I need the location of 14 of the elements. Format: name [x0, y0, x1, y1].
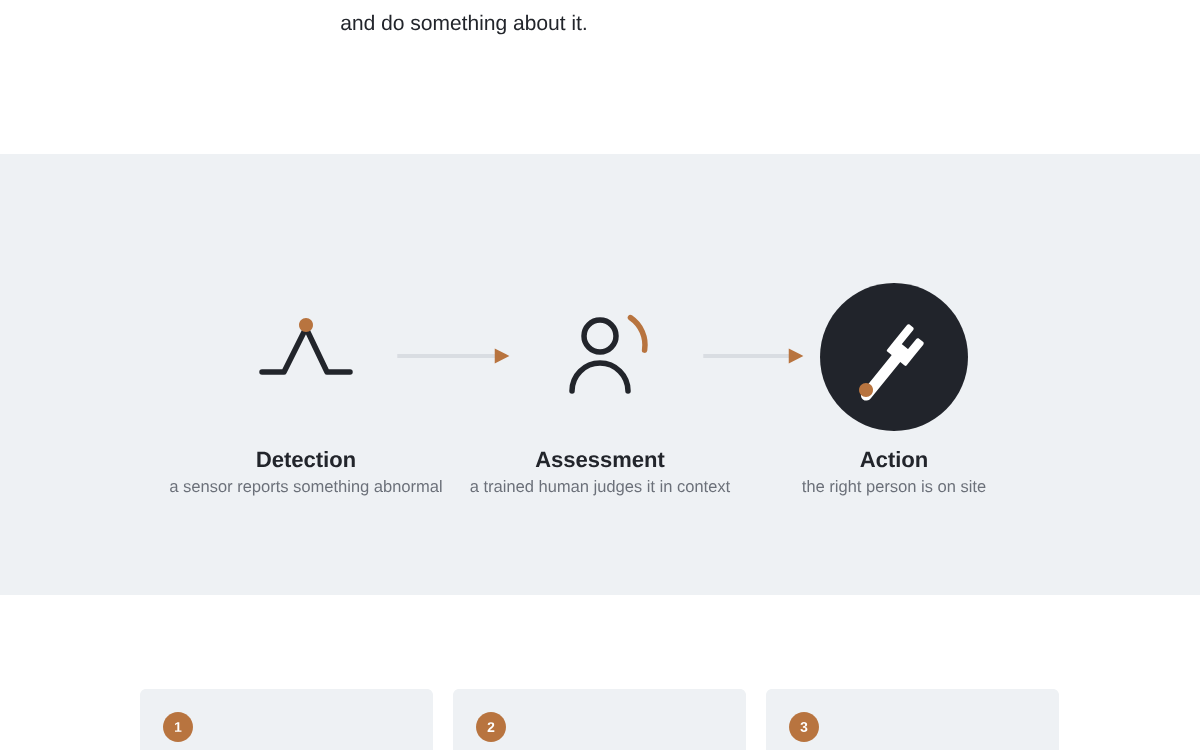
step-title: Action	[860, 451, 927, 468]
number-badge: 3	[789, 712, 819, 742]
step-description: a sensor reports something abnormal	[170, 480, 442, 496]
card	[766, 689, 1059, 750]
step-title: Detection	[257, 451, 355, 468]
number-badge: 2	[476, 712, 506, 742]
step-description: a trained human judges it in context	[470, 480, 731, 496]
section-band	[0, 154, 1200, 595]
step-title: Assessment	[535, 451, 665, 468]
card	[140, 689, 433, 750]
step-description: the right person is on site	[802, 480, 986, 496]
card	[453, 689, 746, 750]
number-badge: 1	[163, 712, 193, 742]
body-text: and do something about it.	[341, 14, 586, 35]
